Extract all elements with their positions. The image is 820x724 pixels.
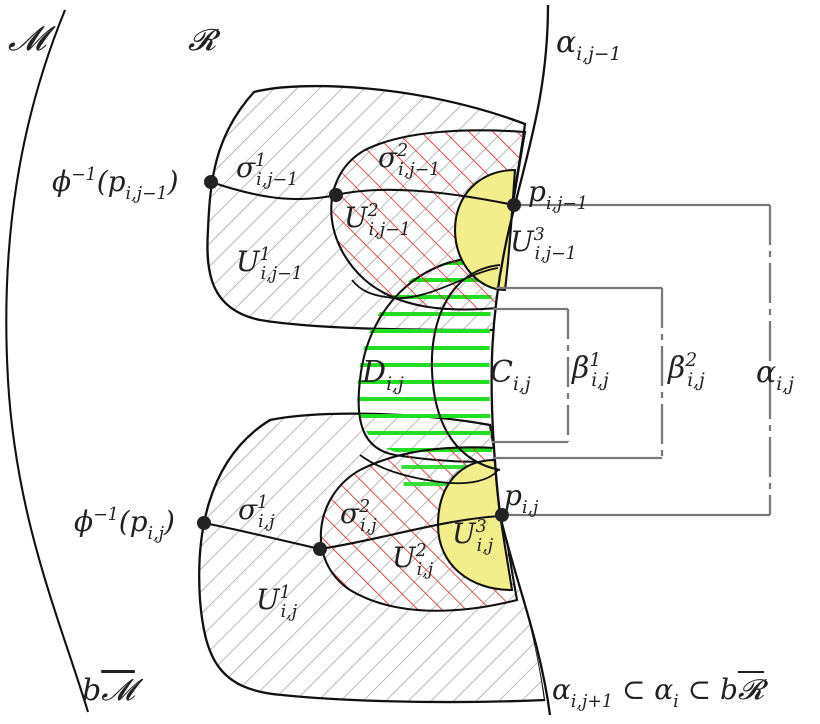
label-p-bottom: pi,j	[504, 479, 539, 518]
point-phi-upper	[204, 175, 218, 189]
bracket-beta2	[494, 286, 664, 460]
point-phi-lower	[197, 516, 211, 530]
point-sigma-lower	[313, 542, 327, 556]
upper-yellow-region	[453, 168, 517, 292]
sigma1-lower-curve	[203, 521, 321, 551]
point-sigma-upper	[329, 188, 343, 202]
sigma1-upper-curve	[210, 181, 337, 201]
inner-lens-lower	[359, 454, 499, 485]
sigma2-upper-curve	[335, 188, 515, 207]
label-bM: b𝓜	[82, 673, 135, 708]
label-U1-bottom: U1i,j	[256, 582, 298, 622]
label-beta2: β2i,j	[668, 349, 705, 392]
label-R: 𝓡	[188, 23, 217, 58]
point-p-upper	[507, 198, 521, 212]
label-D: Di,j	[362, 355, 404, 396]
boundary-bM	[5, 9, 90, 713]
label-U3-bottom: U3i,j	[452, 516, 494, 556]
boundary-alpha	[490, 4, 552, 716]
bracket-alpha	[502, 203, 772, 517]
label-sigma1-top: σ1i,j−1	[236, 150, 299, 190]
label-M: 𝓜	[8, 19, 47, 59]
label-alpha-bottom: αi,j+1 ⊂ αi ⊂ b𝓡	[552, 673, 765, 712]
bracket-beta1	[492, 307, 570, 444]
label-phi-bottom: ϕ−1(pi,j)	[74, 504, 175, 544]
inner-lens-upper	[351, 267, 499, 299]
label-U2-top: U2i,j−1	[344, 200, 411, 240]
label-U1-top: U1i,j−1	[236, 244, 303, 284]
label-alpha-ij: αi,j	[756, 355, 794, 396]
sigma2-lower-curve	[319, 514, 501, 551]
label-C: Ci,j	[490, 355, 531, 396]
label-beta1: β1i,j	[572, 349, 609, 392]
label-U2-bottom: U2i,j	[392, 540, 434, 580]
label-sigma2-bottom: σ2i,j	[340, 496, 377, 536]
label-phi-top: ϕ−1(pi,j−1)	[52, 164, 179, 204]
label-alpha-top: αi,j−1	[556, 25, 622, 66]
label-sigma2-top: σ2i,j−1	[378, 140, 441, 180]
label-U3-top: U3i,j−1	[510, 224, 577, 264]
label-sigma1-bottom: σ1i,j	[238, 492, 275, 532]
point-p-lower	[495, 508, 509, 522]
label-p-top: pi,j−1	[528, 175, 588, 214]
